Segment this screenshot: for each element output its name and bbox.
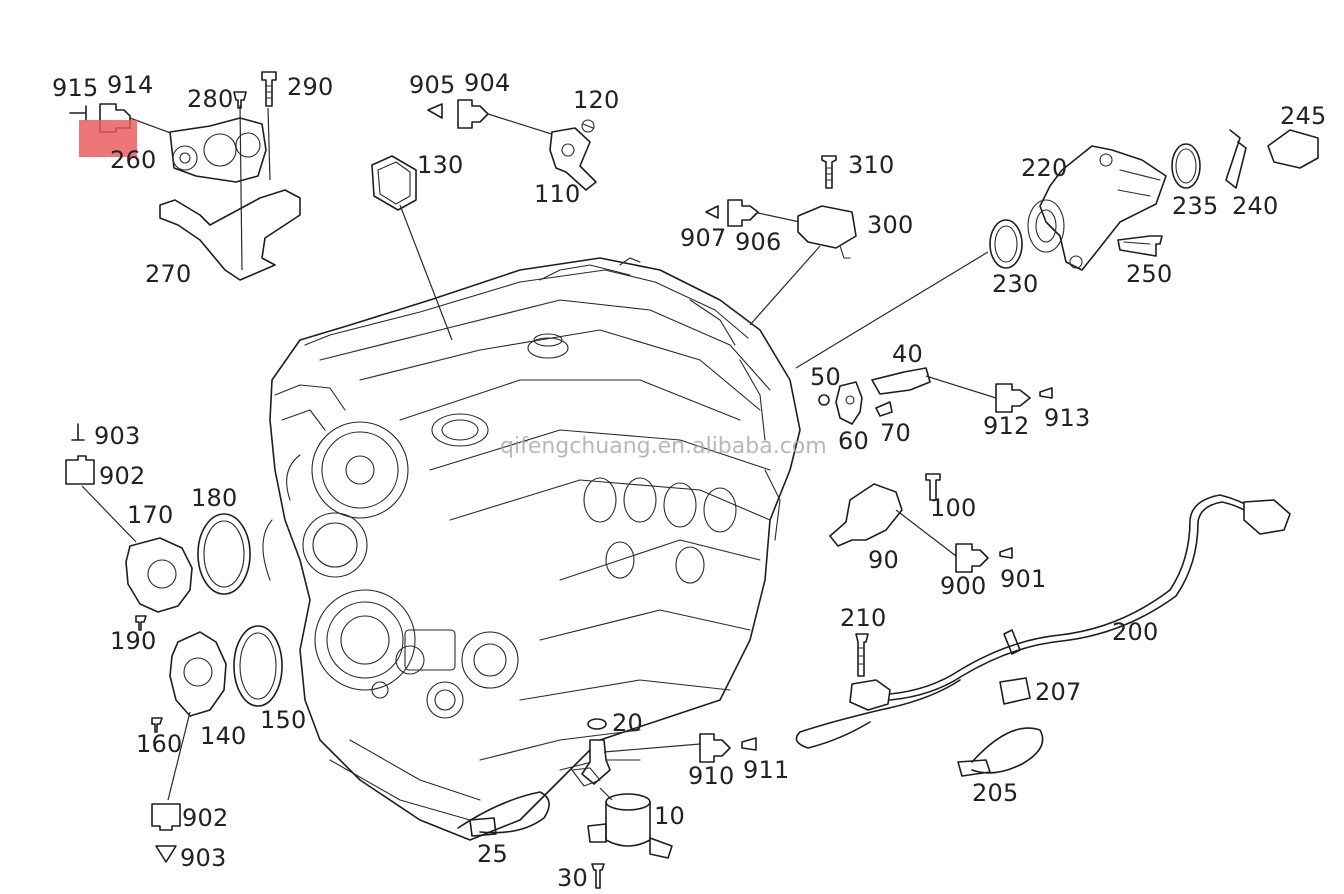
callout-150: 150 — [260, 706, 307, 734]
callout-10: 10 — [654, 802, 685, 830]
callout-180: 180 — [191, 484, 238, 512]
callout-30: 30 — [557, 864, 588, 892]
callout-70: 70 — [880, 419, 911, 447]
callout-902-bottom: 902 — [182, 804, 229, 832]
pressure-sensor-group — [705, 155, 857, 326]
position-sensor-group — [829, 473, 1013, 573]
callout-903-top: 903 — [94, 422, 141, 450]
callout-905: 905 — [409, 71, 456, 99]
callout-120: 120 — [573, 86, 620, 114]
callout-190: 190 — [110, 627, 157, 655]
callout-310: 310 — [848, 151, 895, 179]
callout-903-bottom: 903 — [180, 844, 227, 872]
callout-230: 230 — [992, 270, 1039, 298]
callout-100: 100 — [930, 494, 977, 522]
callout-170: 170 — [127, 501, 174, 529]
watermark: qifengchuang.en.alibaba.com — [500, 434, 827, 459]
callout-290: 290 — [287, 73, 334, 101]
camshaft-sensor-group — [427, 99, 597, 191]
callout-140: 140 — [200, 722, 247, 750]
callout-913: 913 — [1044, 404, 1091, 432]
callout-270: 270 — [145, 260, 192, 288]
callout-907: 907 — [680, 224, 727, 252]
callout-160: 160 — [136, 730, 183, 758]
callout-110: 110 — [534, 180, 581, 208]
callout-20: 20 — [612, 709, 643, 737]
callout-915: 915 — [52, 74, 99, 102]
callout-235: 235 — [1172, 192, 1219, 220]
callout-902-top: 902 — [99, 462, 146, 490]
actuator-assembly — [69, 71, 301, 281]
left-cover-group — [65, 423, 283, 863]
callout-901: 901 — [1000, 565, 1047, 593]
callout-906: 906 — [735, 228, 782, 256]
callout-280: 280 — [187, 85, 234, 113]
callout-60: 60 — [838, 427, 869, 455]
callout-210: 210 — [840, 604, 887, 632]
knock-sensor-harness — [795, 494, 1291, 777]
callout-300: 300 — [867, 211, 914, 239]
highlight-marker — [79, 120, 137, 157]
callout-50: 50 — [810, 363, 841, 391]
callout-200: 200 — [1112, 618, 1159, 646]
callout-904: 904 — [464, 69, 511, 97]
callout-25: 25 — [477, 840, 508, 868]
callout-245: 245 — [1280, 102, 1327, 130]
crankshaft-sensor-group — [457, 718, 757, 889]
callout-912: 912 — [983, 412, 1030, 440]
callout-240: 240 — [1232, 192, 1279, 220]
callout-207: 207 — [1035, 678, 1082, 706]
callout-911: 911 — [743, 756, 790, 784]
callout-260: 260 — [110, 146, 157, 174]
callout-900: 900 — [940, 572, 987, 600]
thermostat-housing-group — [795, 129, 1319, 369]
callout-40: 40 — [892, 340, 923, 368]
callout-90: 90 — [868, 546, 899, 574]
temperature-sensor-group — [818, 367, 1053, 425]
callout-910: 910 — [688, 762, 735, 790]
callout-130: 130 — [417, 151, 464, 179]
callout-914: 914 — [107, 71, 154, 99]
engine-block — [262, 257, 801, 841]
callout-220: 220 — [1021, 154, 1068, 182]
callout-205: 205 — [972, 779, 1019, 807]
connector-130 — [371, 155, 453, 341]
callout-250: 250 — [1126, 260, 1173, 288]
